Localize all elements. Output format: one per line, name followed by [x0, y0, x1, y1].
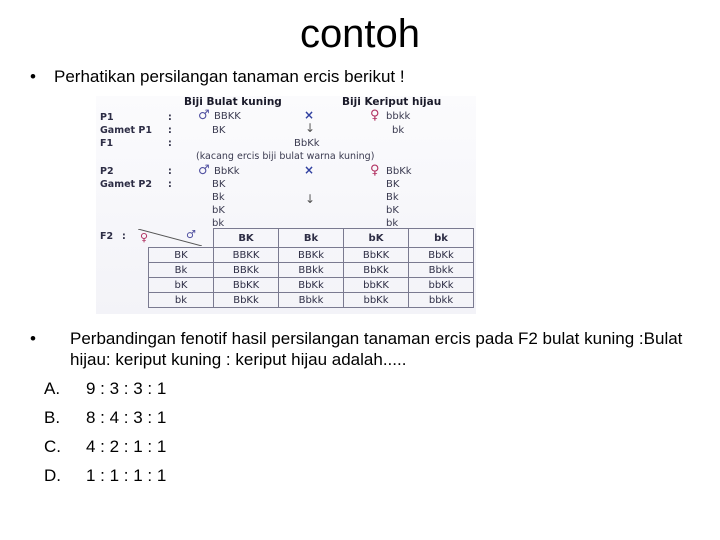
punnett-row-header: bK — [148, 277, 214, 293]
punnett-cell: bbkk — [408, 292, 474, 308]
cross-icon: × — [304, 163, 315, 177]
punnett-cell: bbKk — [408, 277, 474, 293]
down-arrow-icon: ↓ — [305, 192, 316, 206]
female-symbol-icon: ♀ — [370, 163, 380, 178]
gamet-p2-left-item: bk — [212, 218, 225, 229]
option-text: 1 : 1 : 1 : 1 — [86, 466, 167, 485]
p2-right-genotype: BbKk — [386, 166, 412, 177]
male-symbol-icon: ♂ — [186, 228, 196, 241]
option-c: C. 4 : 2 : 1 : 1 — [44, 432, 166, 461]
label-p1: P1 — [100, 112, 114, 123]
colon: : — [168, 166, 172, 177]
punnett-cell: bbKk — [343, 292, 409, 308]
punnett-col-header: bK — [343, 228, 409, 248]
punnett-col-header: bk — [408, 228, 474, 248]
punnett-cell: BbKK — [213, 277, 279, 293]
gamet-p2-right-item: BK — [386, 179, 400, 190]
colon: : — [168, 125, 172, 136]
option-letter: D. — [44, 466, 61, 485]
punnett-square: BK Bk bK bk BK BBKK BBKk BbKK BbKk Bk BB… — [148, 228, 474, 308]
f1-note: (kacang ercis biji bulat warna kuning) — [196, 151, 375, 162]
gamet-p2-left-item: bK — [212, 205, 225, 216]
f1-genotype: BbKk — [294, 138, 320, 149]
option-text: 9 : 3 : 3 : 1 — [86, 379, 167, 398]
punnett-cell: BbKk — [278, 277, 344, 293]
p1-left-genotype: BBKK — [214, 111, 241, 122]
punnett-col-header: Bk — [278, 228, 344, 248]
punnett-row-header: bk — [148, 292, 214, 308]
label-f2: F2 — [100, 231, 114, 242]
parent-left-heading: Biji Bulat kuning — [184, 96, 282, 108]
gamet-p2-right-item: bk — [386, 218, 399, 229]
option-a: A. 9 : 3 : 3 : 1 — [44, 374, 166, 403]
male-symbol-icon: ♂ — [198, 163, 210, 178]
label-p2: P2 — [100, 166, 114, 177]
cross-diagram-image: Biji Bulat kuning Biji Keriput hijau P1 … — [96, 96, 476, 314]
colon: : — [168, 179, 172, 190]
label-gamet-p2: Gamet P2 — [100, 179, 152, 190]
male-symbol-icon: ♂ — [198, 108, 210, 123]
punnett-col-header: BK — [213, 228, 279, 248]
colon: : — [122, 231, 126, 242]
colon: : — [168, 112, 172, 123]
down-arrow-icon: ↓ — [305, 121, 316, 135]
bullet-icon: • — [30, 329, 36, 348]
p1-right-genotype: bbkk — [386, 111, 411, 122]
punnett-cell: BBKk — [213, 262, 279, 278]
punnett-header-row: BK Bk bK bk — [149, 228, 474, 248]
gamet-p1-right: bk — [392, 125, 405, 136]
punnett-row: BK BBKK BBKk BbKK BbKk — [148, 247, 474, 263]
female-symbol-icon: ♀ — [140, 231, 149, 244]
option-text: 4 : 2 : 1 : 1 — [86, 437, 167, 456]
punnett-corner-cell — [149, 229, 214, 248]
label-f1: F1 — [100, 138, 114, 149]
punnett-cell: BbKK — [343, 247, 409, 263]
label-gamet-p1: Gamet P1 — [100, 125, 152, 136]
punnett-cell: BbKk — [408, 247, 474, 263]
punnett-cell: Bbkk — [278, 292, 344, 308]
punnett-cell: BBKK — [213, 247, 279, 263]
slide-title: contoh — [299, 12, 421, 56]
punnett-row: Bk BBKk BBkk BbKk Bbkk — [148, 262, 474, 278]
option-d: D. 1 : 1 : 1 : 1 — [44, 461, 166, 490]
gamet-p2-left-item: Bk — [212, 192, 225, 203]
intro-text: Perhatikan persilangan tanaman ercis ber… — [54, 67, 405, 86]
option-b: B. 8 : 4 : 3 : 1 — [44, 403, 166, 432]
option-letter: B. — [44, 408, 61, 427]
punnett-cell: BBkk — [278, 262, 344, 278]
punnett-cell: BbKk — [213, 292, 279, 308]
gamet-p1-left: BK — [212, 125, 226, 136]
option-text: 8 : 4 : 3 : 1 — [86, 408, 167, 427]
gamet-p2-right-item: Bk — [386, 192, 399, 203]
gamet-p2-left-item: BK — [212, 179, 226, 190]
option-letter: C. — [44, 437, 61, 456]
punnett-cell: bbKK — [343, 277, 409, 293]
female-symbol-icon: ♀ — [370, 108, 380, 123]
cross-icon: × — [304, 108, 315, 122]
colon: : — [168, 138, 172, 149]
punnett-cell: BbKk — [343, 262, 409, 278]
question-block: • Perbandingan fenotif hasil persilangan… — [30, 328, 690, 370]
answer-options: A. 9 : 3 : 3 : 1 B. 8 : 4 : 3 : 1 C. 4 :… — [44, 374, 166, 490]
punnett-corner-divider — [138, 229, 202, 246]
punnett-row: bK BbKK BbKk bbKK bbKk — [148, 277, 474, 293]
intro-line: • Perhatikan persilangan tanaman ercis be… — [30, 66, 405, 88]
question-text: Perbandingan fenotif hasil persilangan t… — [70, 329, 683, 369]
punnett-cell: Bbkk — [408, 262, 474, 278]
punnett-cell: BBKk — [278, 247, 344, 263]
gamet-p2-right-item: bK — [386, 205, 399, 216]
parent-right-heading: Biji Keriput hijau — [342, 96, 442, 108]
punnett-row-header: BK — [148, 247, 214, 263]
p2-left-genotype: BbKk — [214, 166, 240, 177]
option-letter: A. — [44, 379, 61, 398]
punnett-row: bk BbKk Bbkk bbKk bbkk — [148, 292, 474, 308]
bullet-icon: • — [30, 67, 36, 86]
punnett-row-header: Bk — [148, 262, 214, 278]
